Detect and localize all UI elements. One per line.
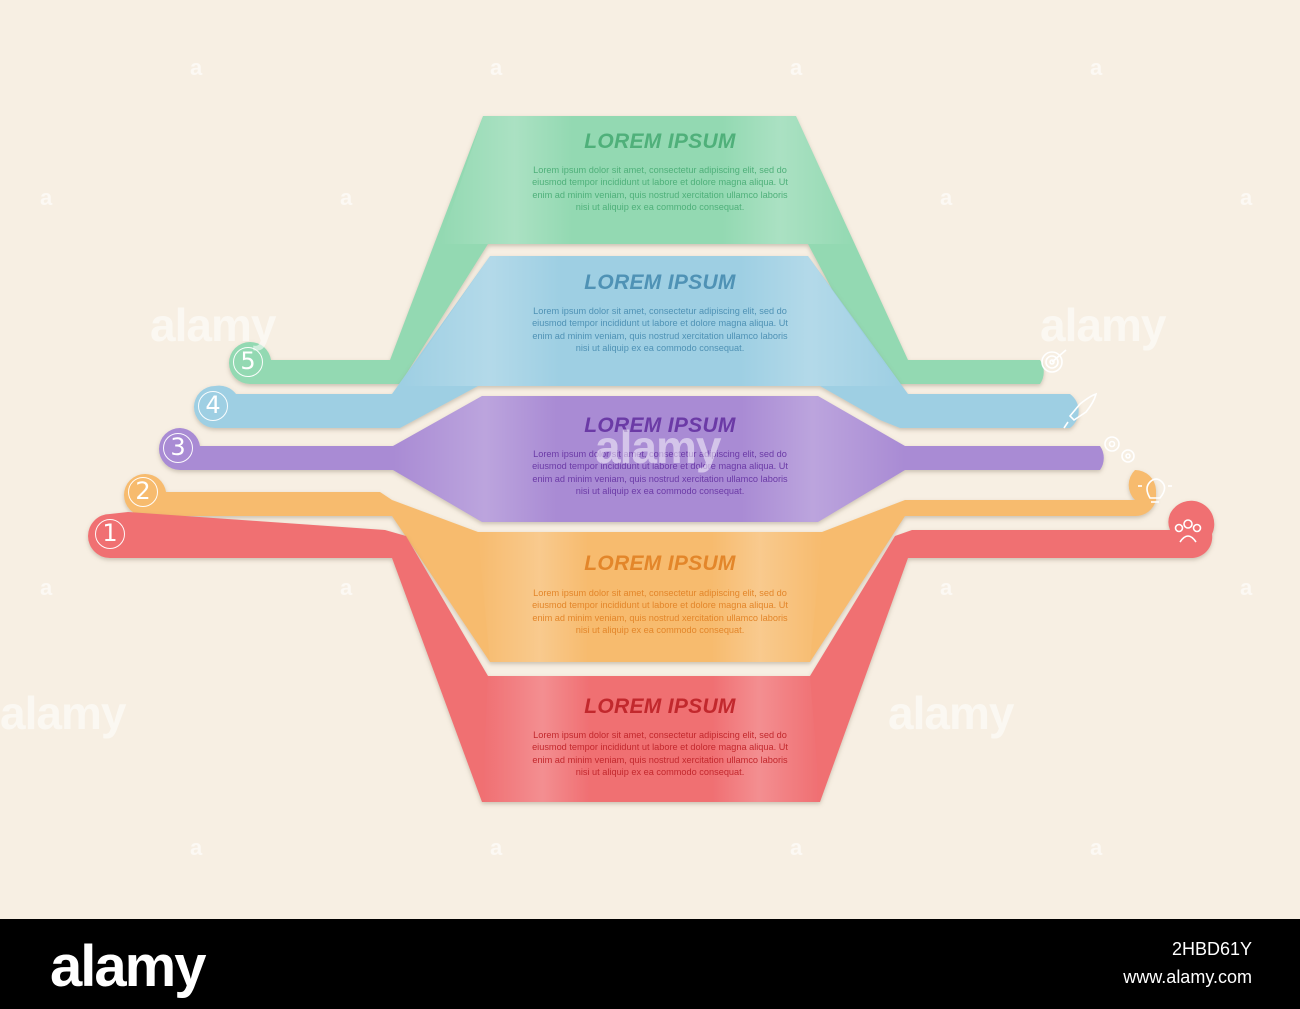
- step-5-body: Lorem ipsum dolor sit amet, consectetur …: [532, 165, 788, 213]
- step-5-number-ring: [233, 347, 263, 377]
- step-4-number: 4: [205, 391, 221, 419]
- watermark-letter: a: [940, 575, 953, 600]
- step-3-shape: [159, 396, 1104, 522]
- watermark-letter: a: [1090, 55, 1103, 80]
- watermark-letter: a: [40, 575, 53, 600]
- step-1-body: Lorem ipsum dolor sit amet, consectetur …: [532, 730, 788, 778]
- step-2-shape: [124, 470, 1156, 662]
- step-3-number: 3: [170, 433, 186, 461]
- watermark-bottom-left: alamy: [0, 687, 126, 739]
- watermark-left: alamy: [150, 299, 276, 351]
- step-2-title: LOREM IPSUM: [584, 552, 736, 575]
- watermark-letter: a: [1090, 835, 1103, 860]
- watermark-letter: a: [340, 575, 353, 600]
- target-icon: [1041, 349, 1067, 373]
- watermark-letter: a: [940, 185, 953, 210]
- step-4-number-ring: [198, 391, 228, 421]
- watermark-center: alamy: [595, 421, 721, 473]
- step-2-number: 2: [135, 477, 151, 505]
- lightbulb-icon: [1138, 478, 1172, 503]
- footer-logo: alamy: [50, 934, 206, 999]
- step-1-number-ring: [95, 519, 125, 549]
- step-1-shape: [88, 500, 1215, 802]
- step-4-title: LOREM IPSUM: [584, 271, 736, 294]
- gears-icon: [1104, 436, 1135, 463]
- step-5-number: 5: [240, 347, 256, 375]
- watermark-bottom-right: alamy: [888, 687, 1014, 739]
- rocket-icon: [1063, 392, 1098, 429]
- step-1-title: LOREM IPSUM: [584, 695, 736, 718]
- watermark-letter: a: [190, 55, 203, 80]
- watermark-letter: a: [790, 55, 803, 80]
- step-3-body: Lorem ipsum dolor sit amet, consectetur …: [532, 449, 788, 497]
- footer-bar: alamy 2HBD61Y www.alamy.com: [0, 919, 1300, 1009]
- watermark-letter: a: [490, 835, 503, 860]
- watermark-letter: a: [340, 185, 353, 210]
- footer-url: www.alamy.com: [1123, 967, 1252, 987]
- team-icon: [1174, 519, 1202, 543]
- footer-image-id: 2HBD61Y: [1171, 939, 1252, 959]
- watermark-letter: a: [790, 835, 803, 860]
- step-2-number-ring: [128, 477, 158, 507]
- watermark-letter: a: [190, 835, 203, 860]
- step-2-body: Lorem ipsum dolor sit amet, consectetur …: [532, 588, 788, 636]
- step-1-number: 1: [102, 519, 118, 547]
- watermark-letter: a: [1240, 575, 1253, 600]
- step-5-shape: [229, 116, 1044, 384]
- step-3-title: LOREM IPSUM: [584, 414, 736, 437]
- step-4-body: Lorem ipsum dolor sit amet, consectetur …: [532, 306, 788, 354]
- step-3-number-ring: [163, 433, 193, 463]
- watermark-letter: a: [1240, 185, 1253, 210]
- step-4-shape: [194, 256, 1079, 428]
- watermark-letter: a: [40, 185, 53, 210]
- step-5-title: LOREM IPSUM: [584, 130, 736, 153]
- watermark-right: alamy: [1040, 299, 1166, 351]
- watermark-letter: a: [490, 55, 503, 80]
